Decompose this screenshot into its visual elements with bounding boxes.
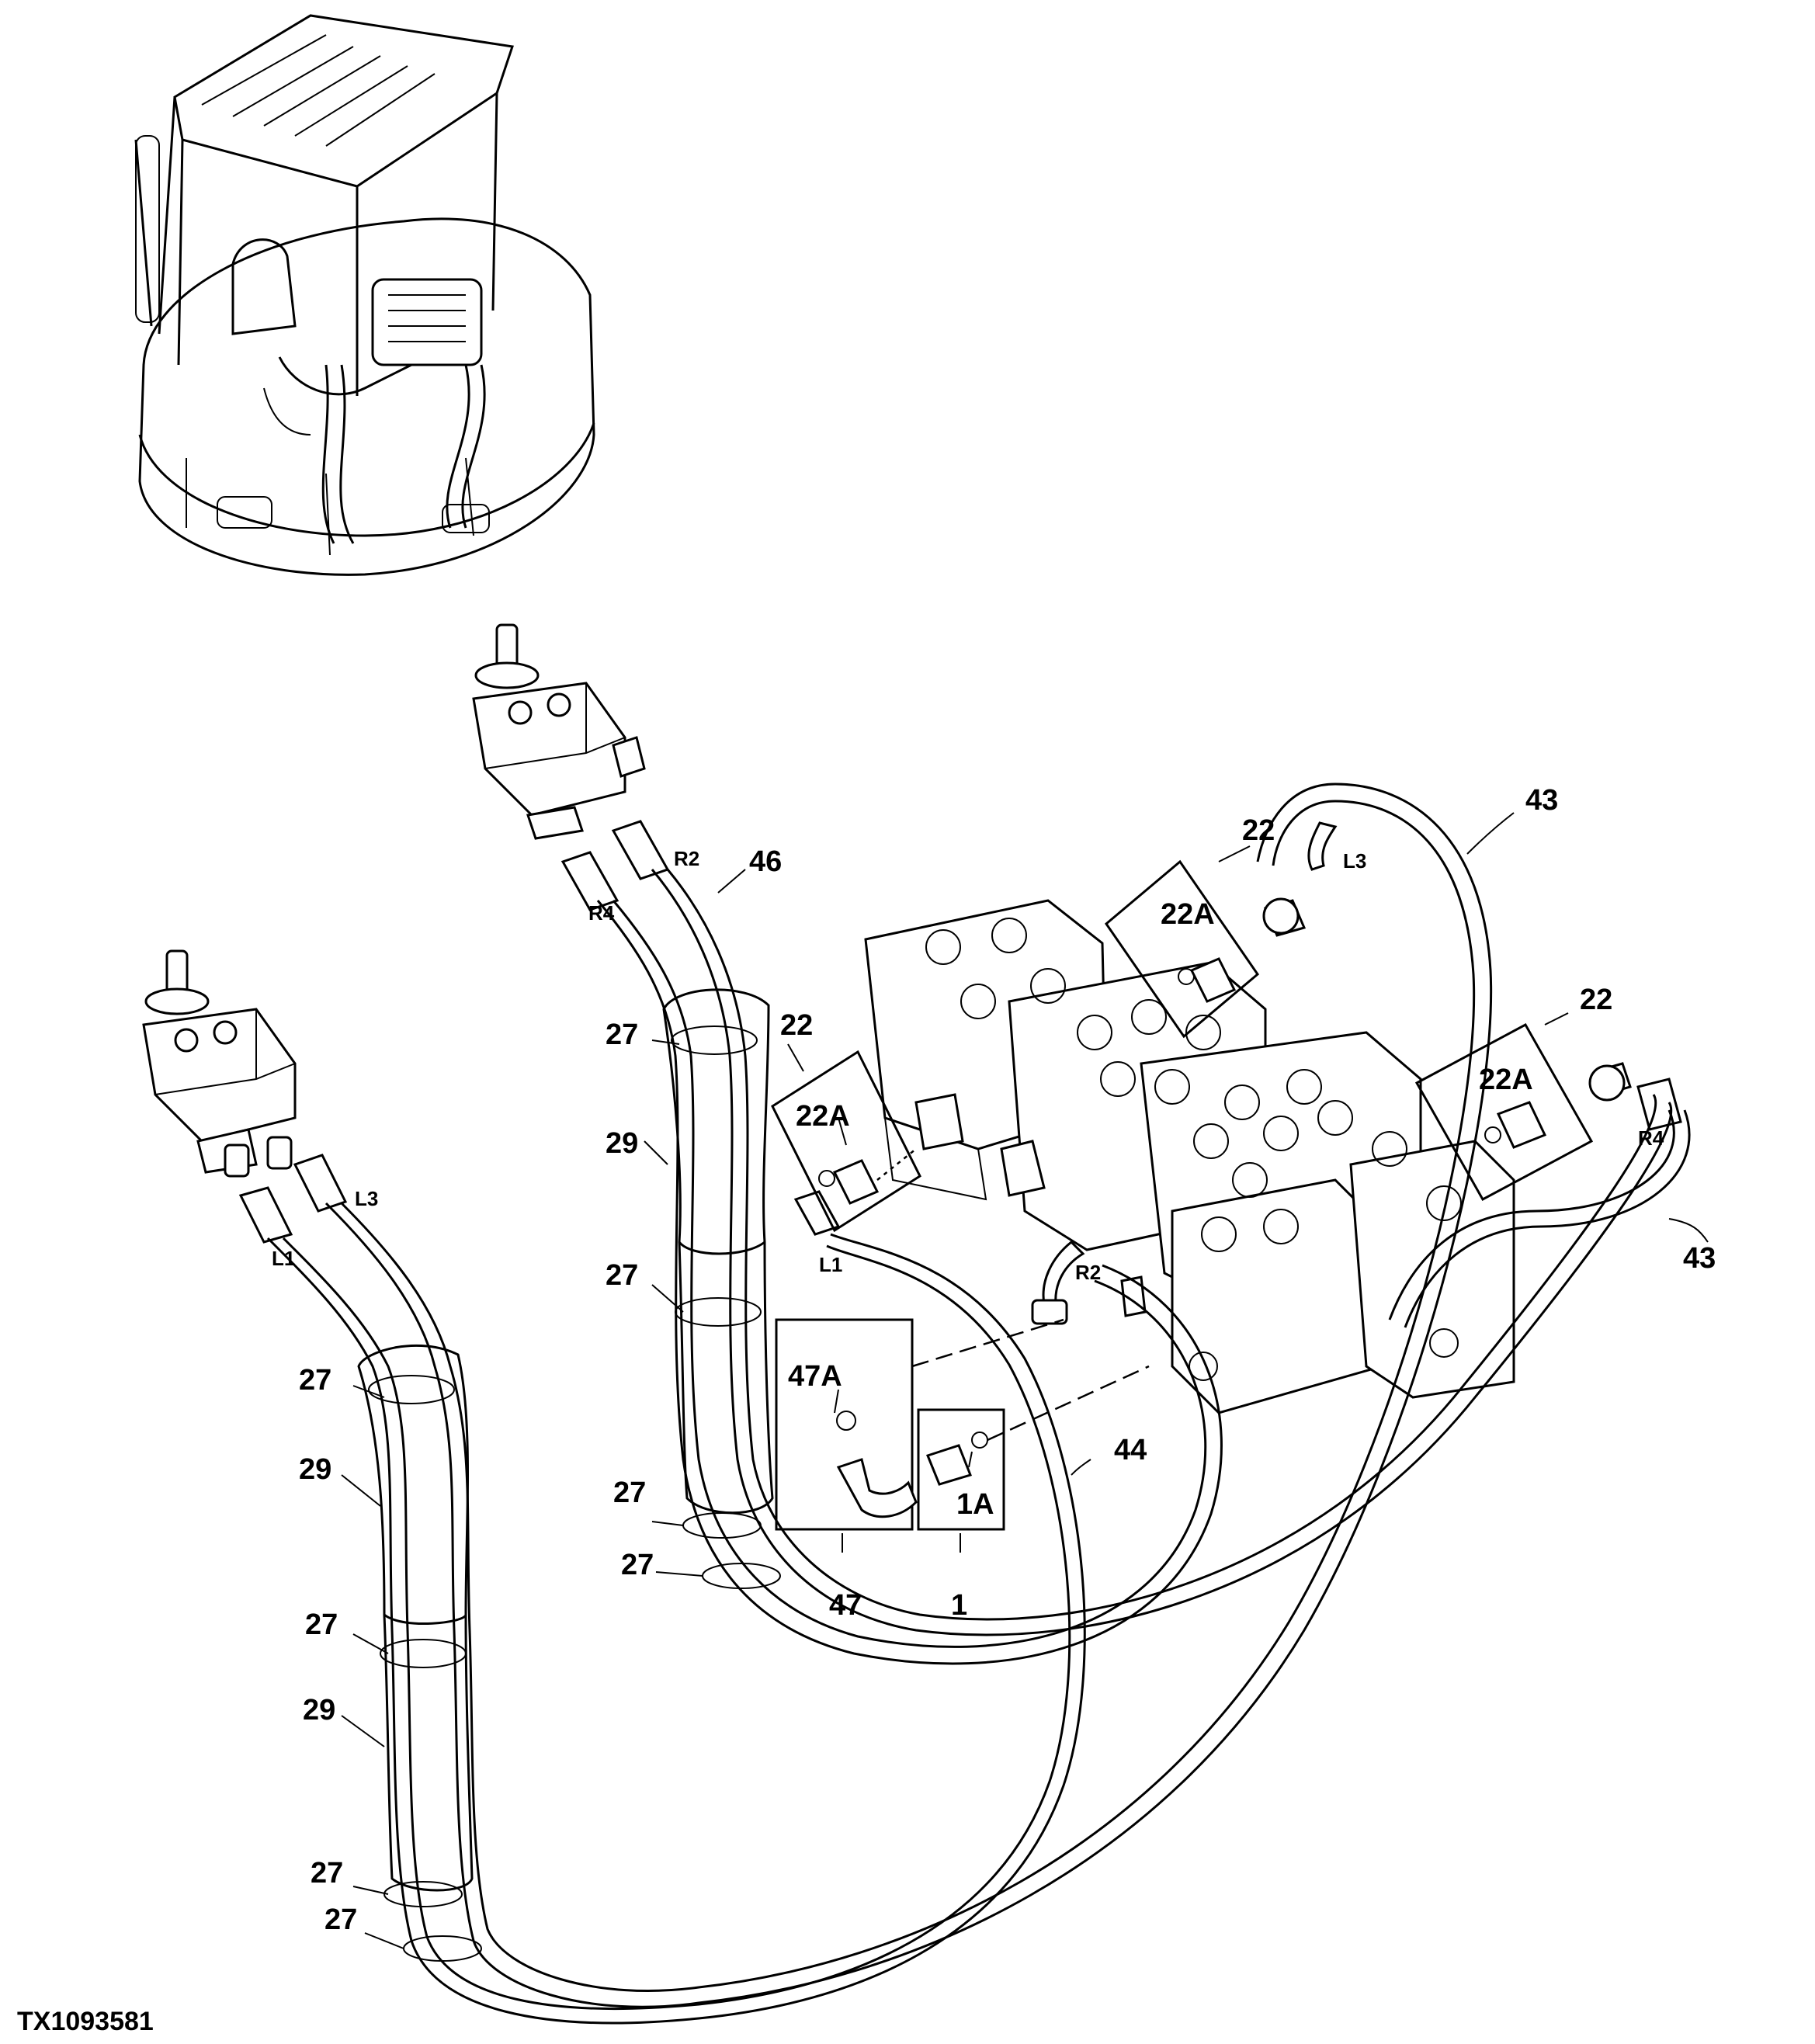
figure-id: TX1093581 [17, 2007, 154, 2036]
callout-22-right: 22 [1580, 984, 1612, 1016]
callout-22A-top: 22A [1161, 898, 1215, 931]
callout-1: 1 [951, 1589, 967, 1622]
reference-line-1 [987, 1365, 1150, 1442]
callout-43-top: 43 [1525, 784, 1558, 817]
excavator-overview-illustration [134, 14, 595, 576]
left-pilot-control-valve [142, 949, 297, 1178]
detail-box-22-right [1414, 1022, 1594, 1202]
reference-line-22-left [876, 1148, 917, 1181]
callout-27-f: 27 [305, 1608, 338, 1641]
callout-27-b: 27 [606, 1259, 638, 1292]
callout-43-right: 43 [1683, 1242, 1716, 1275]
reference-line-47 [911, 1318, 1064, 1368]
callout-27-c: 27 [613, 1477, 646, 1509]
detail-box-1 [917, 1408, 1005, 1531]
detail-box-22-left [771, 1050, 921, 1233]
callout-29-b: 29 [299, 1453, 331, 1486]
right-pilot-control-valve [472, 623, 646, 840]
callout-22-left: 22 [780, 1009, 813, 1042]
callout-27-d: 27 [621, 1549, 654, 1581]
callout-29-a: 29 [606, 1127, 638, 1160]
callout-47: 47 [829, 1589, 862, 1622]
callout-27-a: 27 [606, 1019, 638, 1051]
callout-27-g: 27 [311, 1857, 343, 1890]
callout-46: 46 [749, 845, 782, 878]
callout-29-c: 29 [303, 1694, 335, 1726]
protective-sleeves [357, 988, 774, 1892]
port-label-R2-top: R2 [674, 847, 699, 870]
callout-27-h: 27 [324, 1903, 357, 1936]
callout-leader-lines [341, 812, 1709, 1949]
callout-22A-left: 22A [796, 1100, 850, 1133]
left-hose-end-fittings [238, 1154, 348, 1244]
detail-box-47 [775, 1318, 918, 1531]
detail-box-22-top [1104, 859, 1260, 1039]
top-hose-end-fittings [560, 820, 670, 911]
port-label-L1-valve: L1 [819, 1253, 842, 1276]
callout-44: 44 [1114, 1434, 1147, 1466]
port-label-L1-left: L1 [272, 1247, 295, 1270]
callout-22A-right: 22A [1479, 1064, 1533, 1096]
valve-port-fittings [793, 821, 1682, 1325]
callout-47A: 47A [788, 1360, 842, 1393]
port-label-L3-right: L3 [1343, 849, 1366, 873]
cable-ties [368, 1025, 781, 1962]
callout-27-e: 27 [299, 1364, 331, 1397]
callout-22-top: 22 [1242, 814, 1275, 847]
port-label-R2-valve: R2 [1075, 1261, 1101, 1284]
callout-1A: 1A [956, 1488, 994, 1521]
port-label-L3-left: L3 [355, 1187, 378, 1210]
